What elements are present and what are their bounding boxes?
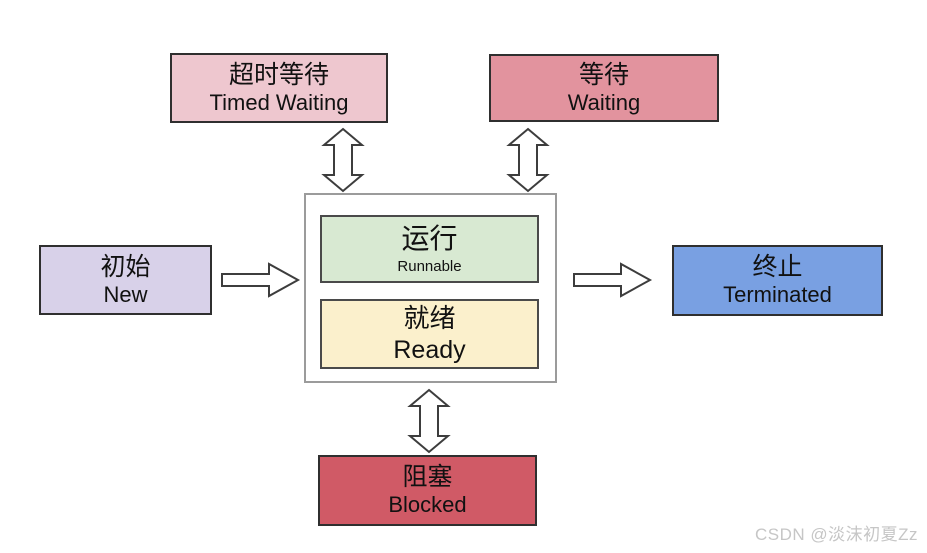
new-label-zh: 初始 xyxy=(100,252,151,281)
runnable-ready-frame: 运行 Runnable 就绪 Ready xyxy=(304,193,557,383)
double-arrow-icon xyxy=(407,388,451,454)
node-ready: 就绪 Ready xyxy=(320,299,539,369)
terminated-label-zh: 终止 xyxy=(752,253,803,282)
csdn-watermark: CSDN @淡沫初夏Zz xyxy=(754,525,918,544)
runnable-label-zh: 运行 xyxy=(401,222,458,254)
terminated-label-en: Terminated xyxy=(723,282,832,308)
right-arrow-icon xyxy=(573,262,653,298)
runnable-label-en: Runnable xyxy=(397,258,462,276)
timed-waiting-label-zh: 超时等待 xyxy=(228,60,329,89)
node-timed-waiting: 超时等待 Timed Waiting xyxy=(170,53,388,123)
node-blocked: 阻塞 Blocked xyxy=(318,455,537,526)
ready-label-en: Ready xyxy=(393,335,466,364)
new-label-en: New xyxy=(103,281,148,307)
double-arrow-icon xyxy=(506,127,550,193)
blocked-label-zh: 阻塞 xyxy=(402,463,453,492)
node-waiting: 等待 Waiting xyxy=(489,54,719,122)
node-runnable: 运行 Runnable xyxy=(320,215,539,283)
ready-label-zh: 就绪 xyxy=(403,303,456,334)
node-terminated: 终止 Terminated xyxy=(672,245,883,316)
waiting-label-en: Waiting xyxy=(567,89,641,115)
double-arrow-icon xyxy=(321,127,365,193)
blocked-label-en: Blocked xyxy=(388,492,467,518)
timed-waiting-label-en: Timed Waiting xyxy=(209,89,349,115)
node-new: 初始 New xyxy=(39,245,212,315)
right-arrow-icon xyxy=(221,262,301,298)
waiting-label-zh: 等待 xyxy=(578,60,629,89)
